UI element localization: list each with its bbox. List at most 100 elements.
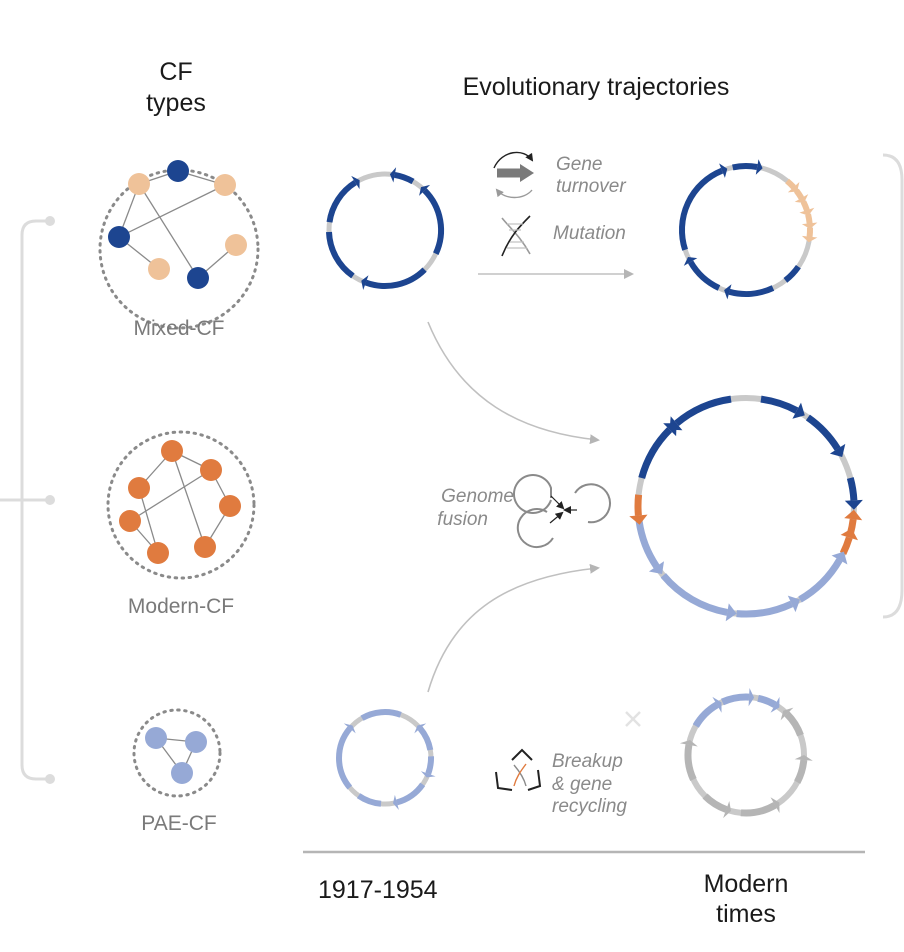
gene-arrowhead (351, 175, 360, 190)
network-node (148, 258, 170, 280)
right-bracket (882, 153, 904, 619)
gene-arrowhead (799, 207, 815, 216)
gene-arrowhead (780, 707, 794, 721)
gene-segment (728, 285, 775, 297)
gene-segment (422, 188, 445, 255)
gene-arrowhead (770, 797, 780, 814)
gene-segment (736, 600, 794, 618)
network-node (147, 542, 169, 564)
mixed-cf-label: Mixed-CF (133, 317, 224, 340)
network-node (161, 440, 183, 462)
gene-segment (800, 200, 810, 212)
dna-mutation-icon (501, 215, 531, 257)
gene-segment (785, 178, 796, 190)
gene-segment (364, 267, 427, 289)
network-node (128, 477, 150, 499)
gene-arrowhead (683, 257, 698, 266)
gene-arrowhead (801, 222, 818, 229)
gene-arrowhead (794, 755, 813, 761)
breakup-label-line2: & gene (552, 774, 612, 795)
gene-arrowhead (755, 159, 763, 175)
gene-turnover-label-line2: turnover (556, 176, 626, 197)
mutation-label: Mutation (553, 223, 626, 244)
timeline-end-label-line2: times (716, 900, 776, 928)
gene-segment (660, 573, 728, 616)
network-node (185, 731, 207, 753)
blocked-x-icon (625, 711, 641, 727)
plasmid-layer (326, 159, 863, 819)
network-node (219, 495, 241, 517)
gene-arrowhead (831, 551, 848, 565)
gene-segment (846, 477, 858, 501)
network-node (214, 174, 236, 196)
gene-arrowhead (419, 184, 431, 196)
modern-cf-label: Modern-CF (128, 595, 234, 618)
gene-segment (360, 709, 402, 721)
gene-segment (674, 395, 732, 427)
gene-segment (417, 726, 434, 751)
network-node (225, 234, 247, 256)
pae-cf-network (132, 708, 222, 798)
mixed-cf-network (98, 160, 260, 330)
network-node (167, 160, 189, 182)
breakup-label-line3: recycling (552, 796, 627, 817)
gene-segment (805, 414, 841, 451)
network-node (171, 762, 193, 784)
recycling-dna-icon (495, 748, 542, 791)
gene-arrowhead (663, 423, 677, 437)
gene-arrowhead (787, 182, 800, 193)
gene-arrowhead (389, 167, 397, 183)
gene-arrowhead (770, 696, 780, 713)
gene-segment (783, 264, 801, 283)
modern-cf-network (106, 430, 256, 580)
cf-types-heading-line1: CF (159, 58, 192, 86)
gene-arrowhead (414, 723, 427, 734)
gene-segment (732, 163, 758, 171)
gene-segment (425, 756, 435, 775)
gene-segment (638, 427, 673, 479)
gene-segment (794, 188, 804, 200)
timeline-start-label: 1917-1954 (318, 876, 438, 904)
gene-arrowhead (343, 723, 356, 734)
gene-segment (336, 726, 353, 790)
gene-arrowhead (787, 595, 800, 613)
gene-segment (356, 793, 382, 807)
network-node (200, 459, 222, 481)
pae-cf-label: PAE-CF (141, 812, 216, 835)
gene-segment (757, 694, 777, 708)
gene-segment (692, 701, 719, 728)
gene-arrowhead (724, 284, 732, 300)
gene-arrowhead (719, 163, 728, 178)
gene-segment (805, 213, 813, 224)
gene-arrowhead (679, 740, 698, 747)
gene-segment (720, 693, 750, 706)
gene-arrowhead (629, 514, 648, 525)
gene-arrowhead (393, 794, 399, 810)
gene-arrowhead (792, 402, 805, 419)
genome-fusion-icon (512, 474, 611, 548)
gene-arrowhead (829, 443, 846, 457)
gene-arrowhead (420, 771, 436, 778)
cf-types-heading-line2: types (146, 89, 206, 117)
gene-segment (634, 494, 643, 516)
gene-segment (839, 536, 853, 555)
left-bracket (0, 219, 50, 781)
gene-segment (740, 802, 777, 817)
timeline-end-label-line1: Modern (704, 870, 789, 898)
gene-segment (395, 782, 426, 806)
gene-arrowhead (794, 194, 809, 203)
gene-segment (702, 793, 728, 813)
transition-arrows (427, 269, 634, 693)
gene-segment (688, 260, 721, 291)
gene-segment (760, 395, 799, 414)
gene-arrowhead (712, 696, 722, 713)
bracket-dots (45, 216, 55, 784)
gene-segment (635, 520, 660, 569)
gene-arrowhead (361, 275, 369, 290)
gene-arrowhead (844, 499, 863, 510)
network-node (145, 727, 167, 749)
gene-segment (394, 171, 415, 185)
network-node (108, 226, 130, 248)
genome-fusion-label-line2: fusion (437, 509, 488, 530)
gene-segment (798, 558, 843, 603)
